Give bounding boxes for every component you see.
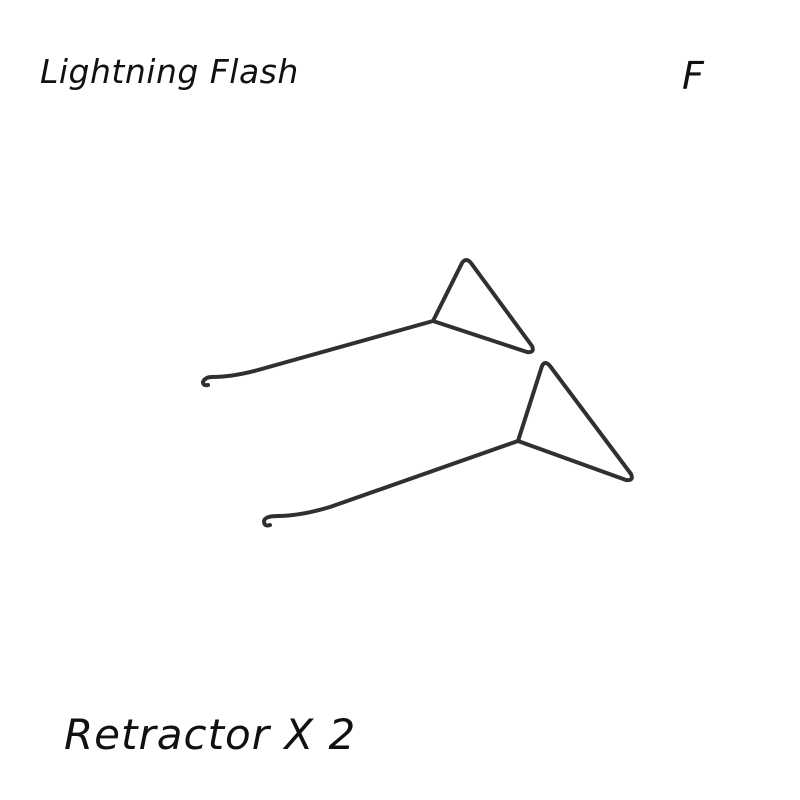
brand-name: Lightning Flash — [40, 52, 299, 91]
retractor-upper-shaft — [201, 319, 435, 388]
retractor-tool-icon — [201, 258, 634, 528]
variant-letter: F — [682, 54, 704, 98]
retractor-lower-shaft — [262, 439, 520, 528]
product-caption: Retractor X 2 — [64, 710, 357, 759]
retractor-lower-handle — [516, 361, 634, 483]
retractor-upper-handle — [431, 258, 535, 355]
